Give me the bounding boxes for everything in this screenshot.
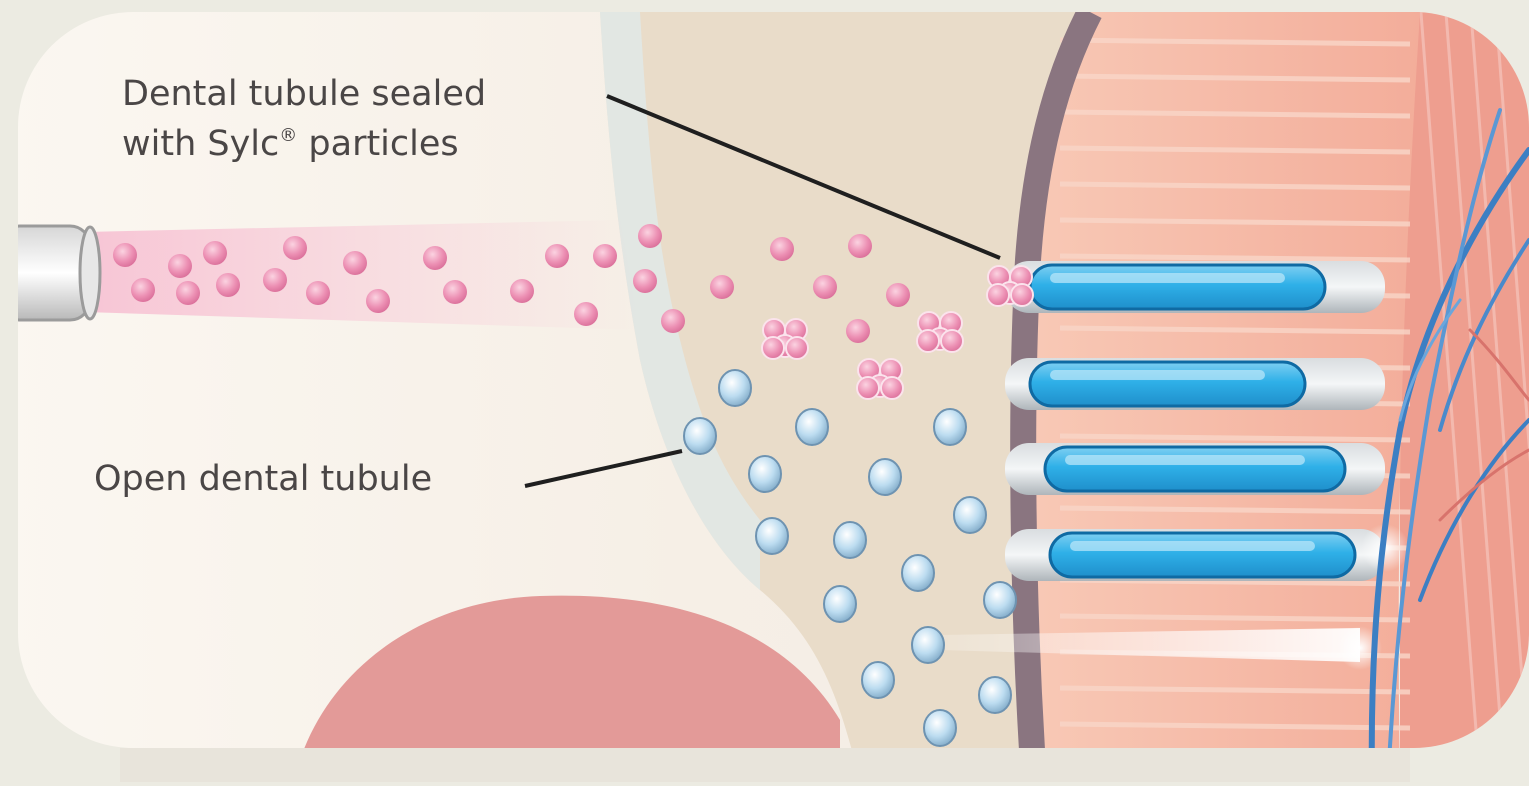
- sylc-particle-icon: [168, 254, 192, 278]
- sylc-particle-icon: [593, 244, 617, 268]
- open-tubule-dot: [869, 459, 901, 495]
- pulp-region: [1400, 0, 1529, 782]
- open-tubule-dot: [749, 456, 781, 492]
- sylc-particle-icon: [131, 278, 155, 302]
- sylc-particle-icon: [203, 241, 227, 265]
- sylc-particle-icon: [661, 309, 685, 333]
- open-tubule-dot: [902, 555, 934, 591]
- sylc-particle-icon: [574, 302, 598, 326]
- sealed-label-line2: with Sylc® particles: [122, 115, 486, 165]
- sylc-particle-icon: [443, 280, 467, 304]
- sylc-particle-icon: [886, 283, 910, 307]
- sylc-particle-icon: [176, 281, 200, 305]
- open-tubule-dot: [756, 518, 788, 554]
- open-tubule-dot: [719, 370, 751, 406]
- open-tubule-dot: [979, 677, 1011, 713]
- open-tubule-dot: [984, 582, 1016, 618]
- sealed-label-line1: Dental tubule sealed: [122, 74, 486, 115]
- sealed-label-suffix: particles: [297, 124, 458, 164]
- sylc-particle-icon: [306, 281, 330, 305]
- tubule-icon: [1030, 265, 1325, 309]
- open-tubule-dot: [934, 409, 966, 445]
- sylc-particle-icon: [545, 244, 569, 268]
- open-tubule-dot: [924, 710, 956, 746]
- sylc-particle-icon: [510, 279, 534, 303]
- sealed-label-prefix: with Sylc: [122, 124, 279, 164]
- open-tubule-dot: [684, 418, 716, 454]
- sylc-particle-icon: [263, 268, 287, 292]
- sylc-particle-icon: [366, 289, 390, 313]
- nozzle-icon: [0, 226, 100, 320]
- tubule-icon: [1045, 447, 1345, 491]
- sylc-particle-icon: [848, 234, 872, 258]
- sylc-particle-icon: [638, 224, 662, 248]
- sylc-particle-icon: [633, 269, 657, 293]
- sylc-particle-icon: [846, 319, 870, 343]
- open-tubule-dot: [862, 662, 894, 698]
- sylc-particle-icon: [813, 275, 837, 299]
- sylc-particle-icon: [216, 273, 240, 297]
- tubule-icon: [1030, 362, 1305, 406]
- open-tubule-dot: [796, 409, 828, 445]
- sylc-particle-icon: [113, 243, 137, 267]
- open-tubule-dot: [954, 497, 986, 533]
- spray-stream: [85, 220, 640, 330]
- open-tubule-dot: [824, 586, 856, 622]
- bottom-reflection: [120, 748, 1410, 782]
- registered-mark: ®: [279, 125, 297, 146]
- open-tubule-dot: [912, 627, 944, 663]
- sylc-particle-icon: [770, 237, 794, 261]
- open-tubule-label: Open dental tubule: [94, 459, 432, 500]
- sylc-particle-icon: [343, 251, 367, 275]
- sylc-particle-icon: [710, 275, 734, 299]
- sylc-particle-icon: [423, 246, 447, 270]
- open-tubule-dot: [834, 522, 866, 558]
- sylc-particle-icon: [283, 236, 307, 260]
- sealed-tubule-label: Dental tubule sealed with Sylc® particle…: [122, 74, 486, 165]
- tubule-icon: [1050, 533, 1355, 577]
